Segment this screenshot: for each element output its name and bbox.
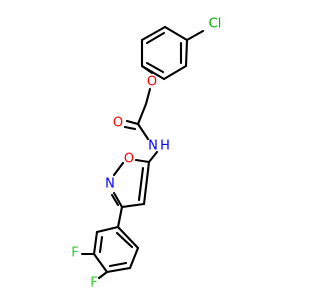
bond (116, 205, 124, 229)
amide-hydrogen-atom-label: H (160, 139, 170, 154)
bond (115, 231, 134, 249)
bond (136, 102, 148, 126)
isoxazole-nitrogen-atom-label: N (105, 177, 115, 192)
ether-oxygen-atom-label: O (147, 75, 157, 90)
bonds (80, 25, 205, 280)
bond (184, 38, 189, 68)
bond (128, 246, 140, 270)
bond (145, 61, 165, 74)
bond (97, 270, 109, 280)
bond (185, 29, 205, 42)
bond (125, 119, 140, 126)
bond (144, 87, 152, 106)
bond (140, 64, 154, 75)
bond (145, 31, 166, 45)
molecule-canvas: Cl O O N H O N F F (71, 16, 222, 291)
bond (123, 125, 137, 131)
bond (108, 261, 128, 268)
bond (95, 225, 120, 234)
bond (137, 166, 145, 202)
isoxazole-oxygen-atom-label: O (124, 152, 134, 167)
bond (134, 158, 151, 164)
bond (163, 25, 189, 42)
atom-labels: Cl O O N H O N F F (71, 17, 221, 291)
bond (136, 122, 150, 141)
bond (142, 160, 151, 206)
bond (112, 161, 125, 177)
bond (110, 193, 120, 207)
carbonyl-oxygen-atom-label: O (113, 116, 123, 131)
amide-nitrogen-atom-label: N (148, 139, 158, 154)
bond (105, 266, 132, 274)
bond (162, 64, 188, 81)
bond (98, 235, 104, 254)
fluorine-meta-atom-label: F (71, 246, 78, 261)
bond (116, 225, 140, 250)
bond (112, 191, 124, 209)
fluorine-para-atom-label: F (90, 276, 97, 291)
bond (92, 252, 109, 274)
bond (120, 202, 146, 209)
bond (140, 25, 167, 42)
molecule-structure: Cl O O N H O N F F (71, 17, 221, 291)
bond (92, 230, 99, 256)
chlorine-atom-label: Cl (209, 17, 222, 32)
bond (147, 150, 159, 164)
